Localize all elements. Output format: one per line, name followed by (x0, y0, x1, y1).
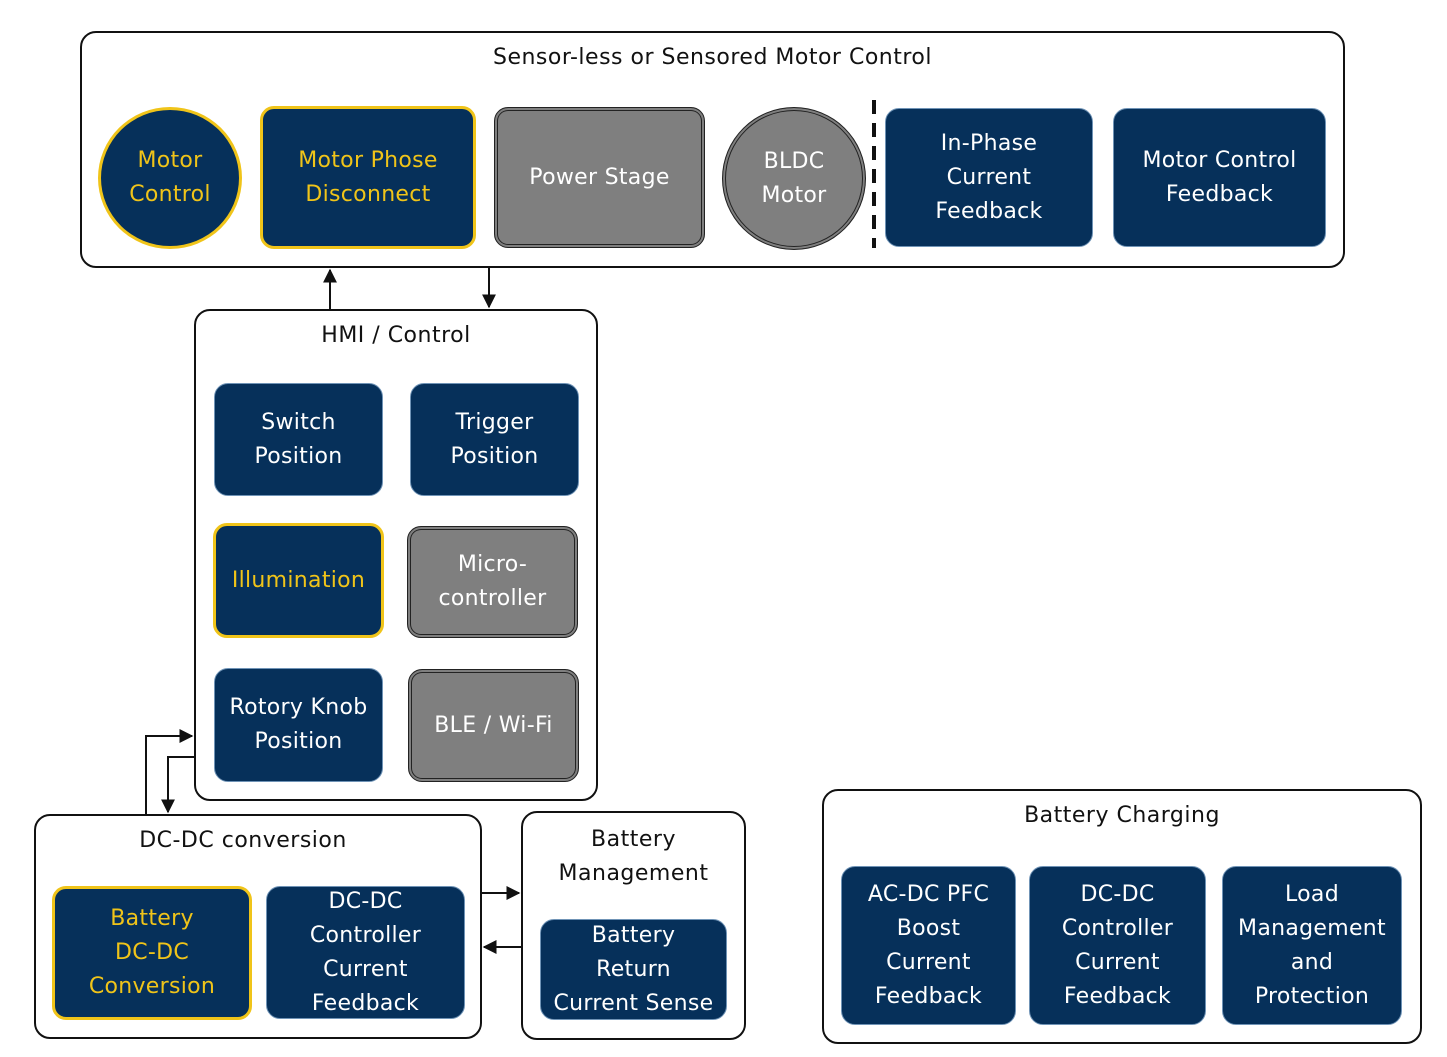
load-management-protection-block[interactable]: Load Management and Protection (1222, 866, 1402, 1025)
dcdc-to-hmi-arrow (145, 729, 194, 814)
motor-control-block[interactable]: Motor Control (98, 107, 242, 249)
motor-control-feedback-block[interactable]: Motor Control Feedback (1113, 108, 1326, 247)
battery-management-group-title: Battery Management (558, 827, 709, 886)
motor-phase-disconnect-block[interactable]: Motor Phose Disconnect (260, 106, 476, 249)
hmi-control-group-title: HMI / Control (321, 323, 471, 348)
charging-dcdc-controller-feedback-block[interactable]: DC-DC Controller Current Feedback (1029, 866, 1206, 1025)
battery-dcdc-conversion-block[interactable]: Battery DC-DC Conversion (52, 886, 252, 1020)
bldc-motor-block[interactable]: BLDC Motor (722, 107, 866, 250)
rotory-knob-position-block[interactable]: Rotory Knob Position (214, 668, 383, 782)
dcdc-controller-current-feedback-block[interactable]: DC-DC Controller Current Feedback (266, 886, 465, 1019)
illumination-block[interactable]: Illumination (213, 523, 384, 638)
ble-wifi-block[interactable]: BLE / Wi-Fi (408, 669, 579, 782)
trigger-position-block[interactable]: Trigger Position (410, 383, 579, 496)
power-stage-block[interactable]: Power Stage (494, 107, 705, 248)
ac-dc-pfc-boost-block[interactable]: AC-DC PFC Boost Current Feedback (841, 866, 1016, 1025)
motor-control-group-title: Sensor-less or Sensored Motor Control (492, 45, 932, 70)
dcdc-conversion-group-title: DC-DC conversion (139, 828, 347, 853)
battery-charging-group-title: Battery Charging (1024, 803, 1220, 828)
switch-position-block[interactable]: Switch Position (214, 383, 383, 496)
microcontroller-block[interactable]: Micro- controller (407, 526, 578, 638)
hmi-to-dcdc-arrow (161, 756, 194, 814)
battery-return-current-sense-block[interactable]: Battery Return Current Sense (540, 919, 727, 1020)
in-phase-current-feedback-block[interactable]: In-Phase Current Feedback (885, 108, 1093, 247)
